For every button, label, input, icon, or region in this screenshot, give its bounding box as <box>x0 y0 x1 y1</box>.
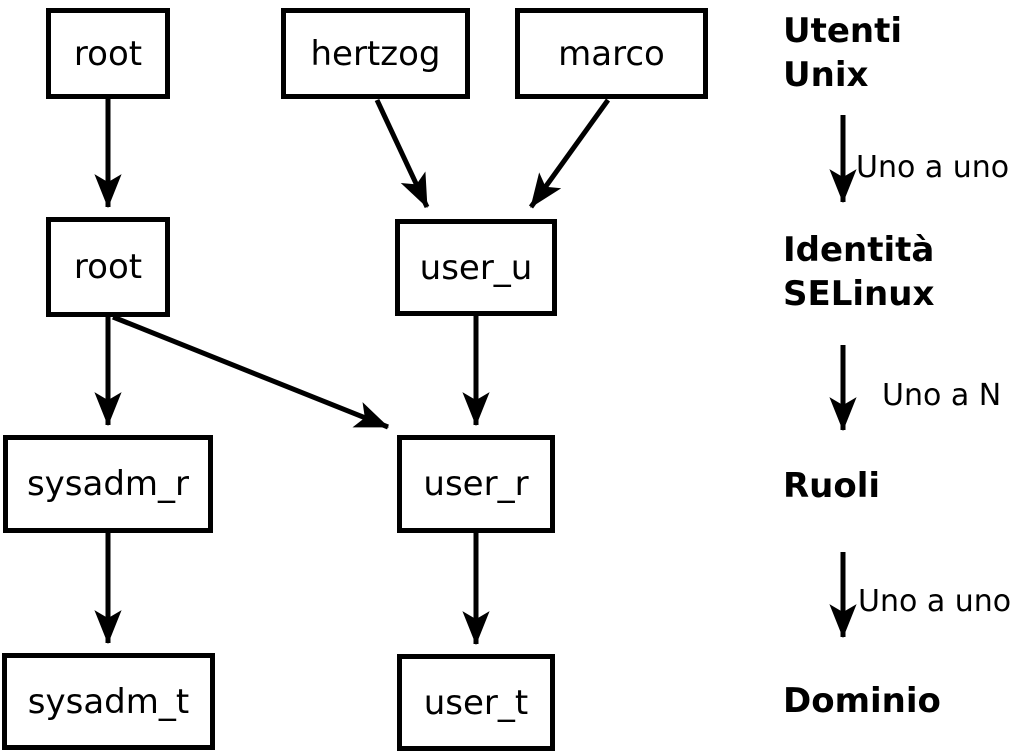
node-unix-user-root: root <box>46 8 170 99</box>
node-selinux-identity-root: root <box>46 217 170 317</box>
node-selinux-identity-user-u: user_u <box>395 219 557 316</box>
arrow-hertzog-to-user-u <box>374 98 430 209</box>
arrow-marco-to-user-u <box>528 98 611 209</box>
node-label: root <box>73 33 143 74</box>
node-label: hertzog <box>310 33 441 74</box>
legend-relation-uno-a-n: Uno a N <box>882 378 1002 413</box>
node-label: root <box>73 247 143 287</box>
legend-level-utenti-unix: Utenti Unix <box>783 11 903 95</box>
node-label: user_t <box>423 682 529 723</box>
node-unix-user-hertzog: hertzog <box>281 8 470 99</box>
legend-relation-uno-a-uno-2: Uno a uno <box>858 584 1012 619</box>
node-role-sysadm-r: sysadm_r <box>3 435 213 533</box>
legend-level-ruoli: Ruoli <box>783 466 881 506</box>
node-label: sysadm_r <box>26 464 190 504</box>
legend-relation-uno-a-uno-1: Uno a uno <box>856 150 1010 185</box>
node-role-user-r: user_r <box>397 435 555 533</box>
node-label: user_r <box>423 464 529 504</box>
node-label: user_u <box>419 247 533 288</box>
node-unix-user-marco: marco <box>515 8 708 99</box>
node-label: sysadm_t <box>27 681 190 722</box>
legend-level-dominio: Dominio <box>783 681 941 721</box>
legend-level-identita-selinux: Identità SELinux <box>783 230 935 314</box>
node-domain-user-t: user_t <box>397 654 555 751</box>
node-domain-sysadm-t: sysadm_t <box>2 653 215 750</box>
arrow-selinuxroot-to-user-r <box>112 314 390 430</box>
node-label: marco <box>558 33 665 74</box>
